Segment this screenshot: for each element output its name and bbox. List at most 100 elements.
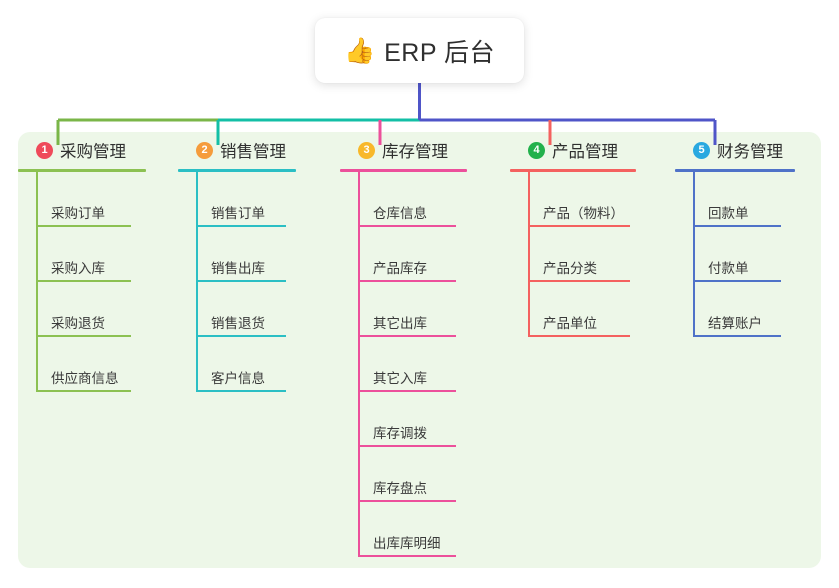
branch-items-5: 回款单付款单结算账户 [675, 172, 803, 337]
branch-item-label: 销售出库 [211, 261, 265, 276]
branch-column-3: 3 库存管理仓库信息产品库存其它出库其它入库库存调拨库存盘点出库库明细 [340, 132, 510, 557]
branch-item[interactable]: 出库库明细 [358, 502, 510, 557]
branch-item[interactable]: 产品分类 [528, 227, 675, 282]
branch-header-1[interactable]: 1 采购管理 [18, 132, 178, 168]
branch-title-5: 财务管理 [717, 143, 783, 161]
branch-item-underline [358, 335, 456, 337]
branch-item[interactable]: 库存盘点 [358, 447, 510, 502]
branch-underline-4 [510, 169, 636, 172]
branch-item-underline [36, 280, 131, 282]
branch-item-label: 其它出库 [373, 316, 427, 331]
branch-item[interactable]: 付款单 [693, 227, 803, 282]
branch-spine-2 [196, 172, 198, 392]
branch-item-underline [196, 390, 286, 392]
branch-item[interactable]: 销售出库 [196, 227, 338, 282]
branch-item-label: 采购订单 [51, 206, 105, 221]
branch-item-label: 回款单 [708, 206, 749, 221]
branch-items-2: 销售订单销售出库销售退货客户信息 [178, 172, 338, 392]
branch-columns: 1 采购管理采购订单采购入库采购退货供应商信息 2 销售管理销售订单销售出库销售退货客… [18, 132, 821, 568]
branch-item-label: 销售订单 [211, 206, 265, 221]
branch-item-underline [358, 390, 456, 392]
branch-item-underline [693, 225, 781, 227]
branch-item-label: 产品（物料） [543, 206, 624, 221]
branch-badge-3: 3 [358, 141, 375, 159]
branch-item-label: 产品单位 [543, 316, 597, 331]
branch-item-label: 产品分类 [543, 261, 597, 276]
branch-item[interactable]: 销售退货 [196, 282, 338, 337]
branch-item-underline [196, 225, 286, 227]
branch-item-label: 付款单 [708, 261, 749, 276]
branch-item-underline [196, 280, 286, 282]
branch-item-underline [358, 500, 456, 502]
branch-badge-1: 1 [36, 141, 53, 159]
branch-item-underline [693, 335, 781, 337]
branches-panel [18, 132, 821, 568]
branch-items-4: 产品（物料） 产品分类产品单位 [510, 172, 675, 337]
branch-underline-5 [675, 169, 795, 172]
branch-item-underline [693, 280, 781, 282]
branch-item-label: 销售退货 [211, 316, 265, 331]
branch-item[interactable]: 客户信息 [196, 337, 338, 392]
branch-item[interactable]: 产品单位 [528, 282, 675, 337]
branch-underline-3 [340, 169, 467, 172]
branch-item-label: 产品库存 [373, 261, 427, 276]
branch-item-label: 客户信息 [211, 371, 265, 386]
branch-column-5: 5 财务管理回款单付款单结算账户 [675, 132, 803, 337]
branch-item[interactable]: 供应商信息 [36, 337, 178, 392]
branch-header-5[interactable]: 5 财务管理 [675, 132, 803, 168]
branch-spine-5 [693, 172, 695, 337]
branch-badge-4: 4 [528, 141, 545, 159]
root-node-card[interactable]: 👍 ERP 后台 [315, 18, 524, 83]
branch-item-underline [358, 225, 456, 227]
branch-item[interactable]: 采购订单 [36, 172, 178, 227]
branch-item-underline [36, 225, 131, 227]
branch-item[interactable]: 产品库存 [358, 227, 510, 282]
branch-item[interactable]: 结算账户 [693, 282, 803, 337]
branch-item-label: 仓库信息 [373, 206, 427, 221]
branch-item-underline [36, 390, 131, 392]
branch-column-2: 2 销售管理销售订单销售出库销售退货客户信息 [178, 132, 338, 392]
branch-spine-3 [358, 172, 360, 557]
branch-spine-1 [36, 172, 38, 392]
branch-item[interactable]: 采购入库 [36, 227, 178, 282]
thumbs-up-emoji: 👍 [343, 37, 376, 65]
branch-item[interactable]: 其它出库 [358, 282, 510, 337]
branch-item-underline [196, 335, 286, 337]
branch-item-label: 库存盘点 [373, 481, 427, 496]
branch-item[interactable]: 其它入库 [358, 337, 510, 392]
branch-item[interactable]: 回款单 [693, 172, 803, 227]
root-node-title: ERP 后台 [384, 38, 496, 67]
branch-badge-5: 5 [693, 141, 710, 159]
branch-item-label: 出库库明细 [373, 536, 441, 551]
branch-item[interactable]: 采购退货 [36, 282, 178, 337]
branch-item-underline [528, 280, 630, 282]
branch-underline-2 [178, 169, 296, 172]
branch-title-3: 库存管理 [382, 143, 448, 161]
branch-item-label: 其它入库 [373, 371, 427, 386]
branch-item[interactable]: 库存调拨 [358, 392, 510, 447]
branch-item[interactable]: 仓库信息 [358, 172, 510, 227]
branch-header-3[interactable]: 3 库存管理 [340, 132, 510, 168]
branch-underline-1 [18, 169, 146, 172]
branch-title-2: 销售管理 [220, 143, 286, 161]
branch-item-underline [358, 280, 456, 282]
branch-item[interactable]: 销售订单 [196, 172, 338, 227]
branch-column-1: 1 采购管理采购订单采购入库采购退货供应商信息 [18, 132, 178, 392]
branch-item-label: 供应商信息 [51, 371, 119, 386]
branch-spine-4 [528, 172, 530, 337]
branch-item-underline [36, 335, 131, 337]
branch-item[interactable]: 产品（物料） [528, 172, 675, 227]
branch-title-1: 采购管理 [60, 143, 126, 161]
branch-items-3: 仓库信息产品库存其它出库其它入库库存调拨库存盘点出库库明细 [340, 172, 510, 557]
branch-item-underline [358, 445, 456, 447]
branch-item-label: 采购入库 [51, 261, 105, 276]
branch-item-label: 库存调拨 [373, 426, 427, 441]
branch-item-label: 结算账户 [708, 316, 762, 331]
branch-header-2[interactable]: 2 销售管理 [178, 132, 338, 168]
branch-item-underline [528, 225, 630, 227]
branch-item-underline [358, 555, 456, 557]
branch-badge-2: 2 [196, 141, 213, 159]
